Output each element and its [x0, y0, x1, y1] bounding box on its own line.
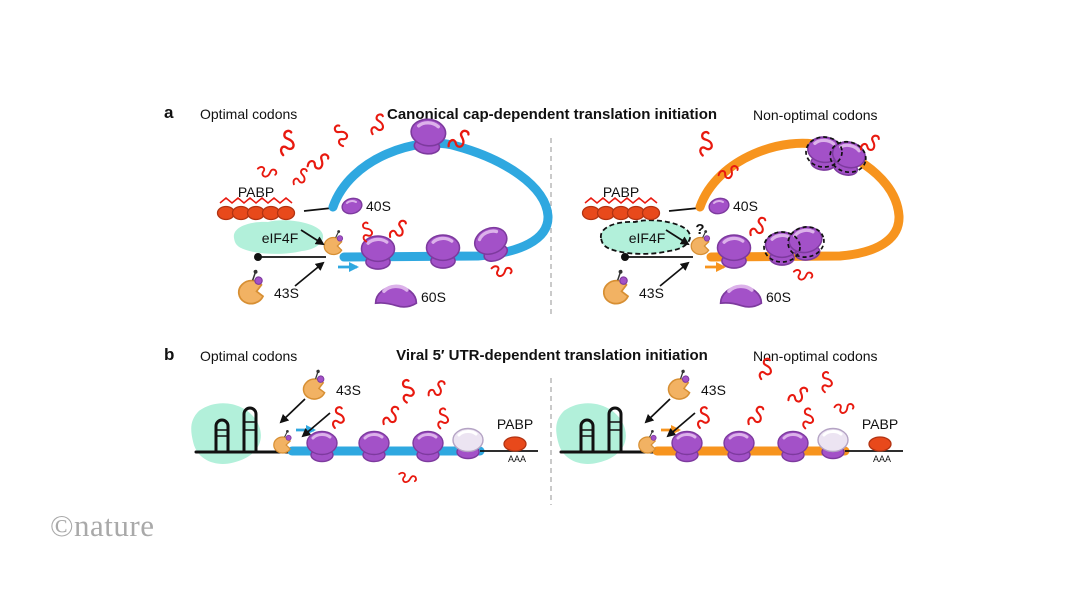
43s-complex [665, 368, 693, 402]
mrna-loop-optimal [328, 138, 553, 262]
mrna-3utr-line [668, 207, 700, 212]
collision-dashed-ring [805, 136, 843, 168]
43s-label: 43S [336, 382, 361, 398]
panel-a-tag: a [164, 103, 174, 122]
free-peptide-squiggle [305, 148, 331, 175]
40s-label: 40S [366, 198, 391, 214]
free-peptide-squiggle [815, 370, 836, 394]
panel-a-nonoptimal-diagram: PABP eIF4F 40S ? 43S 60S [581, 130, 904, 309]
nature-logo: ©nature [50, 508, 155, 543]
uncertainty-question-mark: ? [695, 221, 704, 238]
initiating-43s-complex [273, 429, 292, 454]
nascent-peptide-squiggle [797, 406, 817, 430]
60s-label: 60S [421, 289, 446, 305]
mrna-3utr-line [303, 207, 333, 212]
recruitment-arrow [644, 398, 671, 424]
nascent-peptide-squiggle [792, 265, 814, 283]
pabp-label: PABP [862, 416, 898, 432]
recruitment-arrow [301, 412, 331, 438]
nascent-peptide-squiggle [328, 405, 348, 430]
43s-complex [235, 268, 267, 307]
initiation-factor-blob [556, 403, 626, 464]
pabp-label: PABP [497, 416, 533, 432]
panel-a-nonoptimal-heading: Non-optimal codons [753, 107, 878, 123]
nascent-peptide-squiggle [381, 404, 400, 428]
nascent-peptide-squiggle [490, 260, 514, 280]
40s-label: 40S [733, 198, 758, 214]
mrna-loop-nonoptimal [695, 138, 904, 262]
pabp-chain [581, 197, 661, 221]
ribosome [424, 233, 462, 270]
pabp-chain [216, 197, 296, 221]
43s-label: 43S [701, 382, 726, 398]
40s-subunit [339, 195, 365, 217]
40s-subunit [706, 195, 732, 217]
free-peptide-squiggle [786, 382, 810, 408]
free-peptide-squiggle [833, 397, 856, 418]
60s-subunit [373, 284, 419, 309]
panel-a-optimal-heading: Optimal codons [200, 106, 297, 122]
free-peptide-squiggle [693, 130, 717, 157]
43s-complex [300, 368, 328, 402]
ribosome [722, 430, 756, 463]
terminating-ribosome [451, 427, 485, 460]
60s-label: 60S [766, 289, 791, 305]
collision-dashed-ring [829, 140, 867, 174]
ribosome [357, 430, 391, 463]
initiating-43s-complex [323, 229, 344, 256]
nascent-peptide-squiggle [388, 217, 408, 242]
panel-b-title: Viral 5′ UTR-dependent translation initi… [396, 347, 708, 364]
ribosome [776, 430, 810, 463]
pabp-protein [503, 436, 527, 452]
free-peptide-squiggle [275, 128, 298, 157]
free-peptide-squiggle [398, 469, 418, 485]
43s-label: 43S [639, 285, 664, 301]
initiating-43s-complex [638, 429, 657, 454]
initiation-factor-blob [191, 403, 261, 464]
pabp-label: PABP [238, 184, 274, 200]
polya-label: AAA [873, 454, 891, 464]
nascent-peptide-squiggle [746, 404, 765, 428]
pabp-label: PABP [603, 184, 639, 200]
free-peptide-squiggle [292, 166, 308, 188]
ribosome [305, 430, 339, 463]
panel-a-title: Canonical cap-dependent translation init… [387, 106, 717, 123]
recruitment-arrow [294, 261, 325, 287]
panel-b-tag: b [164, 345, 174, 364]
43s-complex [600, 268, 632, 307]
ribosome [411, 430, 445, 463]
pabp-protein [868, 436, 892, 452]
43s-label: 43S [274, 285, 299, 301]
ribosome [670, 430, 704, 463]
collision-dashed-ring [763, 231, 801, 263]
eif4f-label: eIF4F [262, 230, 299, 246]
cap-dot [254, 253, 262, 261]
panel-b-optimal-diagram: 43S PABP AAA [191, 368, 538, 485]
nascent-peptide-squiggle [432, 406, 452, 430]
eif4f-label: eIF4F [629, 230, 666, 246]
polya-label: AAA [508, 454, 526, 464]
recruitment-arrow [659, 261, 690, 287]
recruitment-arrow [666, 412, 696, 438]
panel-a-optimal-diagram: PABP eIF4F 40S 43S 60S [216, 113, 553, 309]
free-peptide-squiggle [369, 113, 386, 136]
panel-b-nonoptimal-heading: Non-optimal codons [753, 348, 878, 364]
collision-dashed-ring [787, 226, 825, 258]
panel-b-optimal-heading: Optimal codons [200, 348, 297, 364]
terminating-ribosome [816, 427, 850, 460]
nascent-peptide-squiggle [693, 405, 713, 430]
eif4f-cap-arrow [300, 229, 325, 246]
free-peptide-squiggle [328, 123, 353, 148]
free-peptide-squiggle [426, 377, 447, 401]
free-peptide-squiggle [394, 377, 419, 405]
free-peptide-squiggle [256, 162, 278, 180]
recruitment-arrow [279, 398, 306, 424]
60s-subunit [718, 284, 764, 309]
panel-b-nonoptimal-diagram: 43S PABP AAA [556, 357, 903, 464]
nascent-peptide-squiggle [748, 215, 767, 239]
ribosome [715, 233, 753, 270]
cap-dot [621, 253, 629, 261]
eif4f-cap-arrow [665, 229, 690, 246]
